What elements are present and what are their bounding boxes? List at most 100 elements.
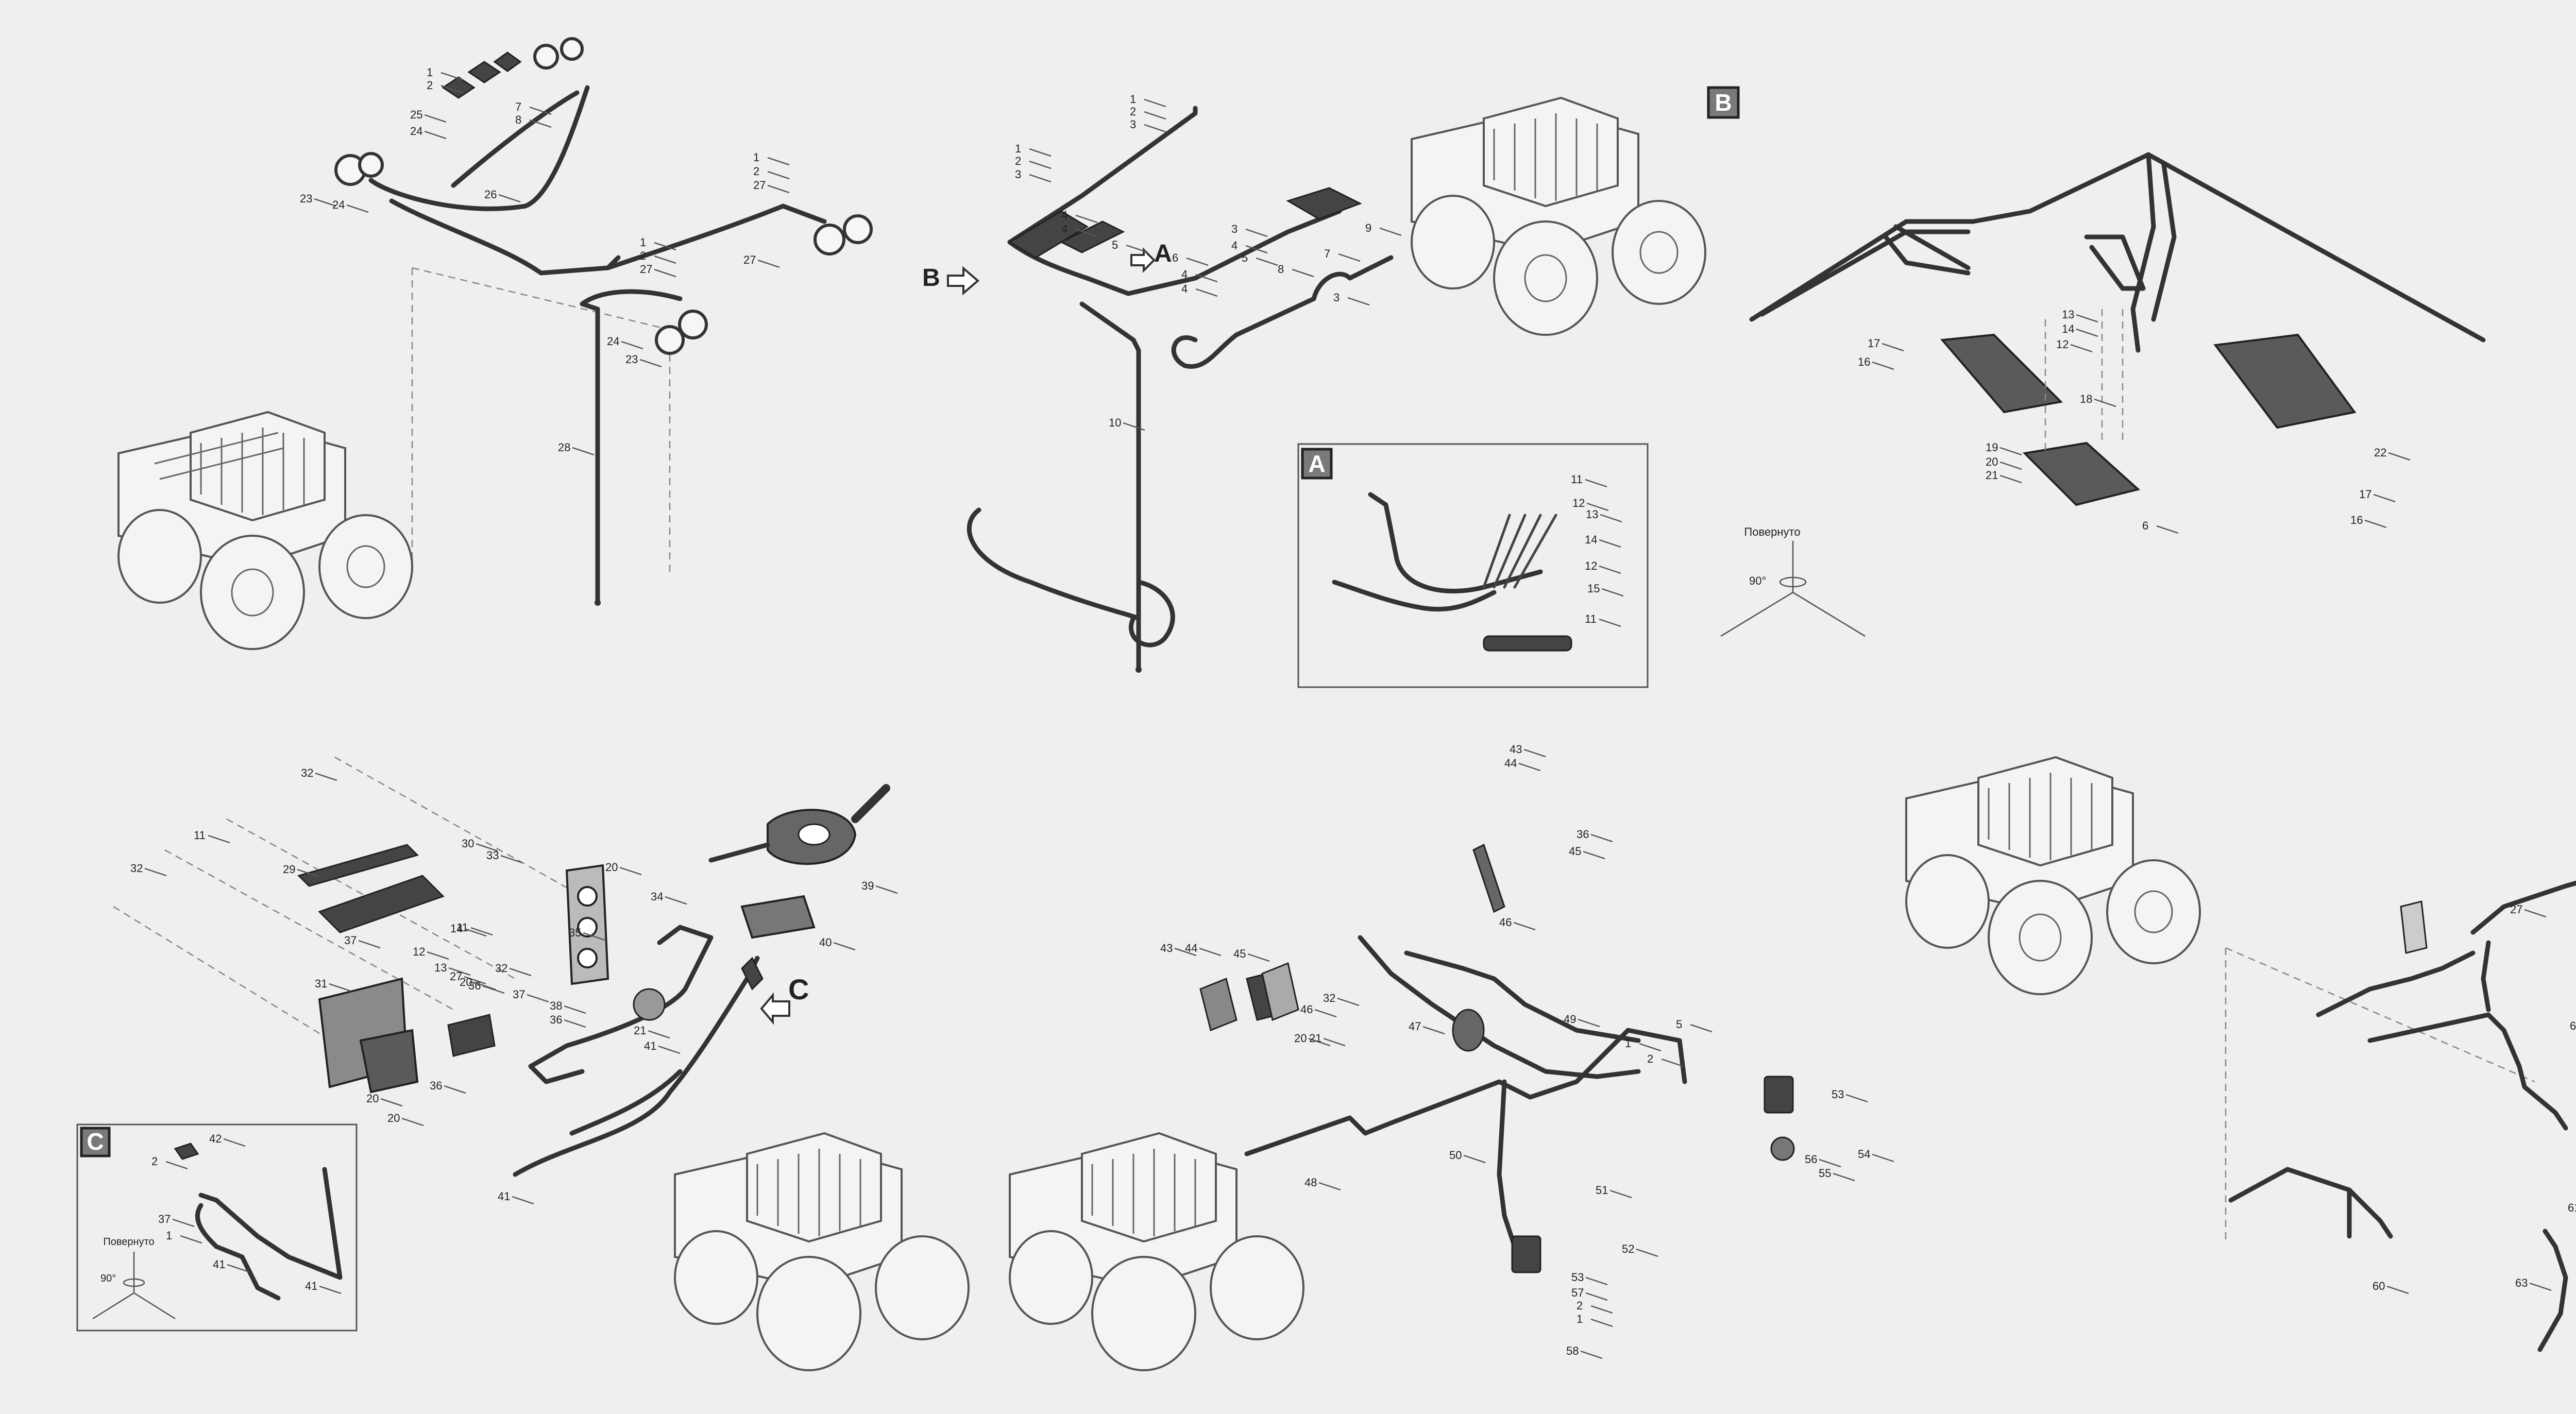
leader-line — [1600, 514, 1622, 523]
callout-label: 21 — [1986, 469, 1998, 482]
leader-line — [498, 194, 521, 203]
callout-label: 30 — [462, 837, 474, 850]
callout-label: 61 — [2568, 1201, 2576, 1214]
leader-line — [1590, 833, 1613, 843]
callout-label: 32 — [130, 862, 143, 875]
callout-label: 16 — [1858, 355, 1870, 368]
tractor-icon — [1905, 756, 2201, 995]
leader-line — [1075, 228, 1098, 237]
leader-line — [1636, 1248, 1658, 1257]
leader-line — [2076, 314, 2098, 323]
leader-line — [1599, 618, 1621, 627]
leader-line — [1144, 98, 1166, 108]
callout-label: 33 — [486, 849, 499, 862]
leader-line — [564, 1005, 586, 1014]
leader-line — [464, 928, 487, 937]
callouts-group7: 59276061626360 — [2372, 903, 2576, 1294]
callout-label: 24 — [410, 125, 422, 138]
callout-label: 60 — [2570, 1019, 2576, 1032]
leader-line — [1292, 268, 1314, 278]
callout-label: 36 — [1577, 828, 1589, 841]
callout-label: 27 — [743, 253, 756, 266]
leader-line — [1583, 850, 1605, 860]
callout-label: 20 — [605, 861, 618, 874]
leader-line — [482, 985, 505, 994]
leader-line — [1599, 539, 1621, 548]
callout-label: 2 — [1577, 1299, 1583, 1312]
leader-line — [440, 84, 463, 94]
callout-label: 27 — [753, 179, 766, 192]
detail-a-badge: A — [1308, 450, 1325, 477]
leader-line — [144, 867, 167, 877]
leader-line — [564, 1019, 586, 1028]
leader-line — [1585, 1292, 1608, 1301]
rotation-axis-icon: Повернуто 90° — [92, 1236, 176, 1320]
callout-label: 41 — [498, 1190, 510, 1203]
leader-line — [1314, 1009, 1337, 1018]
callout-label: 36 — [430, 1079, 442, 1092]
leader-line — [767, 184, 790, 194]
callout-label: 20 — [1986, 455, 1998, 468]
leader-line — [2529, 1282, 2552, 1291]
callout-label: 40 — [819, 936, 832, 949]
callout-label: 63 — [2515, 1276, 2528, 1289]
leader-line — [297, 868, 319, 878]
leader-line — [440, 72, 463, 81]
leader-line — [2386, 1285, 2409, 1294]
callout-label: 48 — [1304, 1176, 1317, 1189]
leader-line — [1590, 1318, 1613, 1327]
leader-line — [654, 255, 676, 264]
callout-label: 10 — [1109, 416, 1121, 429]
callout-label: 56 — [1805, 1153, 1817, 1166]
callout-label: 54 — [1858, 1148, 1870, 1161]
callout-label: 37 — [158, 1213, 171, 1225]
callout-label: 4 — [1061, 223, 1067, 235]
callout-label: 44 — [1185, 942, 1197, 955]
leader-line — [464, 976, 486, 985]
callout-label: 5 — [1242, 251, 1248, 264]
leader-line — [1247, 953, 1270, 962]
leader-line — [1872, 1153, 1894, 1163]
callout-label: 32 — [495, 962, 507, 975]
callout-label: 17 — [1868, 337, 1880, 350]
callout-label: 13 — [2062, 308, 2074, 321]
arrow-right-icon — [947, 266, 980, 296]
callout-label: 4 — [1061, 209, 1067, 222]
leader-line — [1513, 922, 1536, 931]
callout-label: 41 — [305, 1280, 317, 1292]
callout-label: 2 — [1130, 105, 1136, 118]
leader-line — [875, 885, 898, 894]
callout-label: 35 — [569, 926, 581, 939]
callout-label: 3 — [1015, 168, 1021, 181]
callout-label: 11 — [1585, 612, 1597, 625]
view-c-label: C — [788, 973, 809, 1006]
callout-label: 24 — [607, 335, 619, 348]
callout-label: 1 — [166, 1229, 172, 1242]
leader-line — [1590, 1305, 1613, 1314]
callout-label: 14 — [450, 922, 463, 935]
leader-line — [1601, 588, 1624, 597]
callout-label: 8 — [1278, 263, 1284, 276]
callout-label: 47 — [1409, 1020, 1421, 1033]
callout-label: 50 — [1449, 1149, 1462, 1162]
leader-line — [1422, 1026, 1445, 1035]
leader-line — [314, 198, 336, 207]
arrow-left-icon — [1130, 247, 1156, 273]
group-right-harness: 59276061626360 — [2225, 880, 2576, 1352]
leader-line — [172, 1218, 195, 1228]
leader-line — [1075, 214, 1098, 224]
callout-label: 37 — [513, 988, 525, 1001]
callout-label: 52 — [1622, 1242, 1634, 1255]
callout-label: 37 — [344, 934, 357, 947]
callout-label: 45 — [1233, 947, 1246, 960]
callout-label: 12 — [1572, 497, 1585, 509]
callout-label: 3 — [1231, 223, 1238, 235]
